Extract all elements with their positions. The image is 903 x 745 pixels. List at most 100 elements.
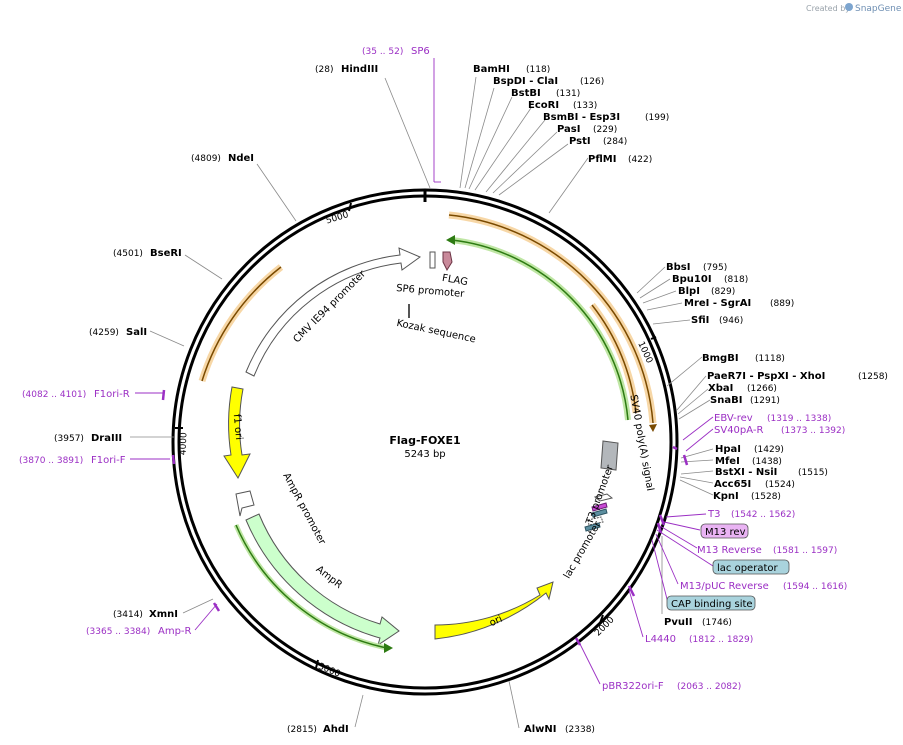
- tick-mark-5000: [348, 202, 352, 212]
- site-bseri: BseRI: [150, 248, 182, 259]
- site-pos-kpni: (1528): [751, 492, 781, 502]
- site-pos-xmni: (3414): [113, 610, 143, 620]
- m13-rev-mark: [591, 502, 608, 512]
- cmv-promoter-arrow: [245, 247, 422, 377]
- credit-prefix: Created by: [806, 4, 850, 13]
- orf-inner-line: [591, 304, 637, 414]
- site-pos-paer7i-pspxi-xhoi: (1258): [858, 372, 888, 382]
- primer-pos-amp-r: (3365 .. 3384): [86, 627, 150, 637]
- site-sali: SalI: [126, 327, 147, 338]
- tick-5000: 5000: [325, 210, 350, 226]
- primer-sv40pa-r: SV40pA-R: [714, 425, 763, 436]
- primer-pos-f1ori-r: (4082 .. 4101): [22, 390, 86, 400]
- lac-promoter-label: lac promoter: [562, 519, 604, 581]
- plasmid-name: Flag-FOXE1: [389, 434, 460, 447]
- ori-label: ori: [488, 614, 504, 629]
- primer-ebv-rev: EBV-rev: [714, 413, 753, 424]
- primer-pos-ebv-rev: (1319 .. 1338): [767, 414, 831, 424]
- primer-l4440: L4440: [645, 634, 676, 645]
- site-xmni: XmnI: [149, 609, 178, 620]
- box-cap-binding-site-label: CAP binding site: [671, 599, 753, 610]
- site-mrei-sgrai: MreI - SgrAI: [684, 298, 751, 309]
- ampr-arrow: [245, 513, 400, 647]
- primer-pos-f1ori-f: (3870 .. 3891): [19, 456, 83, 466]
- site-paer7i-pspxi-xhoi: PaeR7I - PspXI - XhoI: [707, 371, 825, 382]
- site-snabi: SnaBI: [710, 395, 742, 406]
- cap-site-mark: [584, 522, 601, 532]
- site-pos-mrei-sgrai: (889): [770, 299, 794, 309]
- ori-arrow: [434, 581, 554, 640]
- site-pos-pasi: (229): [593, 125, 617, 135]
- site-pos-hindiii: (28): [315, 65, 333, 75]
- site-pos-bsmbi-esp3i: (199): [645, 113, 669, 123]
- site-pasi: PasI: [557, 124, 580, 135]
- site-ndei: NdeI: [228, 153, 254, 164]
- tick-mark-2000: [599, 614, 604, 624]
- plasmid-size: 5243 bp: [404, 449, 445, 460]
- primer-pbr322ori-f: pBR322ori-F: [602, 681, 664, 692]
- site-pos-ndei: (4809): [191, 154, 221, 164]
- box-m13-rev-label: M13 rev: [705, 527, 746, 538]
- primer-f1ori-r: F1ori-R: [94, 389, 130, 400]
- ampr-label: AmpR: [314, 564, 344, 591]
- site-pos-bspdi-clai: (126): [580, 77, 604, 87]
- primer-pos-pbr322ori-f: (2063 .. 2082): [677, 682, 741, 692]
- site-pos-blpi: (829): [711, 287, 735, 297]
- box-cap-binding-site: [666, 595, 756, 611]
- green-arc-line: [451, 239, 629, 421]
- primer-connectors: [130, 58, 714, 685]
- site-psti: PstI: [569, 136, 591, 147]
- site-bspdi-clai: BspDI - ClaI: [493, 76, 558, 87]
- site-bbsi: BbsI: [666, 262, 690, 273]
- site-bstbi: BstBI: [511, 88, 541, 99]
- site-pos-pflmi: (422): [628, 155, 652, 165]
- site-kpni: KpnI: [713, 491, 739, 502]
- site-xbai: XbaI: [708, 383, 733, 394]
- site-pos-ahdi: (2815): [287, 725, 317, 735]
- site-pos-acc65i: (1524): [765, 480, 795, 490]
- site-pos-ecori: (133): [573, 101, 597, 111]
- primer-pos-m13-reverse: (1581 .. 1597): [773, 546, 837, 556]
- orf-left-fill: [198, 264, 284, 383]
- site-bmgbi: BmgBI: [702, 353, 739, 364]
- site-ahdi: AhdI: [323, 724, 349, 735]
- f1-ori-label: f1 ori: [231, 414, 244, 441]
- box-lac-operator: [712, 559, 790, 575]
- box-lac-operator-label: lac operator: [717, 563, 778, 574]
- primer-pos-sv40pa-r: (1373 .. 1392): [781, 426, 845, 436]
- site-pos-pvuii: (1746): [702, 618, 732, 628]
- site-pos-bseri: (4501): [113, 249, 143, 259]
- site-pos-psti: (284): [603, 137, 627, 147]
- sv40-polya-mark: [600, 440, 619, 471]
- kozak-mark: [408, 304, 410, 318]
- tick-4000: 4000: [179, 432, 190, 456]
- primer-pos-t3: (1542 .. 1562): [731, 510, 795, 520]
- site-bsmbi-esp3i: BsmBI - Esp3I: [543, 112, 620, 123]
- site-pos-bpu10i: (818): [724, 275, 748, 285]
- primer-sp6: SP6: [411, 46, 430, 57]
- site-hindiii: HindIII: [341, 64, 378, 75]
- site-hpai: HpaI: [715, 444, 741, 455]
- site-acc65i: Acc65I: [714, 479, 751, 490]
- flag-label: FLAG: [441, 273, 468, 288]
- site-bpu10i: Bpu10I: [672, 274, 712, 285]
- ampr-orf-arrowhead: [384, 643, 393, 653]
- green-arc-arrowhead: [446, 235, 455, 245]
- ampr-promoter-label: AmpR promoter: [280, 471, 327, 547]
- sp6-promoter-mark: [429, 251, 436, 269]
- site-blpi: BlpI: [678, 286, 700, 297]
- site-pos-snabi: (1291): [750, 396, 780, 406]
- site-bamhi: BamHI: [473, 64, 510, 75]
- t3-promoter-mark: [593, 493, 614, 502]
- primer-pos-sp6: (35 .. 52): [362, 47, 403, 57]
- green-arc-fill: [451, 237, 631, 421]
- orf-right-line: [448, 214, 654, 424]
- site-pos-hpai: (1429): [754, 445, 784, 455]
- primer-f1ori-f: F1ori-F: [91, 455, 126, 466]
- site-alwni: AlwNI: [524, 724, 557, 735]
- site-pos-sfii: (946): [719, 316, 743, 326]
- site-mfei: MfeI: [715, 456, 740, 467]
- orf-arrowhead: [649, 424, 657, 432]
- site-pos-xbai: (1266): [747, 384, 777, 394]
- site-ecori: EcoRI: [528, 100, 559, 111]
